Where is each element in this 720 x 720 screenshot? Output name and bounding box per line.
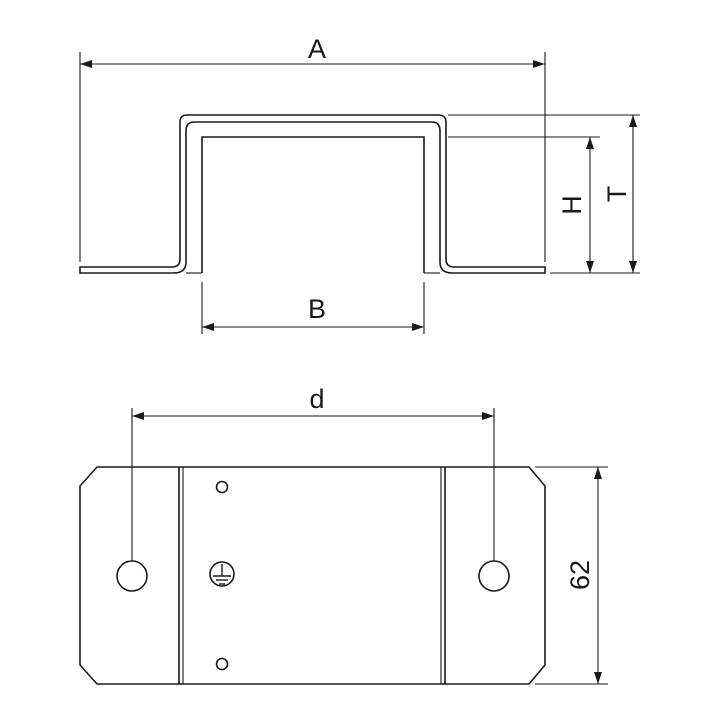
- dimension-label-d: d: [309, 384, 324, 414]
- protective-earth-icon: [209, 561, 235, 587]
- dimension-label-b: B: [308, 294, 326, 324]
- side-view: A B H T: [79, 34, 640, 334]
- bracket-profile-outer: [79, 114, 546, 274]
- plate-outline: [79, 466, 546, 685]
- small-hole-bottom: [215, 657, 229, 671]
- small-hole-top: [215, 480, 229, 494]
- dimension-label-t: T: [602, 186, 632, 203]
- bracket-profile-inner: [201, 136, 425, 273]
- top-view: d 62: [79, 384, 608, 685]
- dimension-label-h: H: [557, 195, 587, 215]
- dimension-label-62: 62: [565, 560, 595, 590]
- dimension-label-a: A: [308, 34, 326, 64]
